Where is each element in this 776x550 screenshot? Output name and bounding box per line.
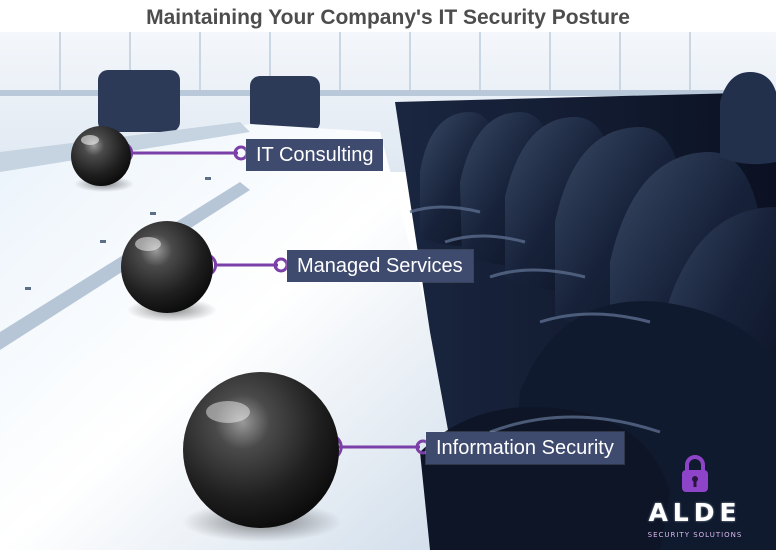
conference-room-scene: IT Consulting Managed Services Informati… <box>0 32 776 550</box>
item-label-it-consulting: IT Consulting <box>246 139 384 171</box>
item-label-managed-services: Managed Services <box>287 250 473 282</box>
logo-tagline: SECURITY SOLUTIONS <box>647 531 743 539</box>
sphere-medium <box>121 221 213 313</box>
logo-wordmark: ALDE <box>648 498 742 527</box>
item-label-information-security: Information Security <box>426 432 624 464</box>
alde-logo: ALDE SECURITY SOLUTIONS <box>630 452 760 550</box>
sphere-small <box>71 126 131 186</box>
sphere-large <box>183 372 339 528</box>
page-title: Maintaining Your Company's IT Security P… <box>146 6 630 29</box>
